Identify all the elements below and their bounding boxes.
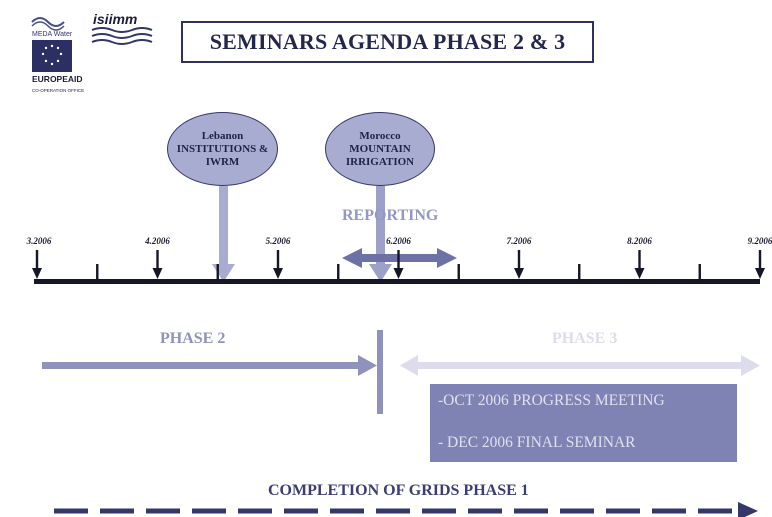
logo-area: MEDA Water isiimm EUROPEAID CO-OPERATION… [30, 8, 175, 103]
progress-meeting-item: -OCT 2006 PROGRESS MEETING [438, 392, 665, 409]
minor-tick [578, 264, 581, 280]
reporting-label: REPORTING [342, 207, 439, 224]
major-tick-arrowhead [634, 268, 645, 279]
morocco-arrow [369, 186, 392, 282]
lebanon-seminar-bubble: Lebanon INSTITUTIONS & IWRM [167, 112, 278, 186]
svg-text:CO-OPERATION OFFICE: CO-OPERATION OFFICE [32, 88, 84, 93]
completion-label: COMPLETION OF GRIDS PHASE 1 [268, 482, 529, 499]
minor-tick [216, 264, 219, 280]
phase2-arrow [42, 355, 377, 376]
major-tick [758, 250, 762, 272]
phase3-arrow [400, 355, 760, 376]
minor-tick [337, 264, 340, 280]
phase3-label: PHASE 3 [552, 330, 618, 347]
lebanon-country: Lebanon [201, 129, 244, 142]
major-tick-arrowhead [152, 268, 163, 279]
completion-arrow [54, 502, 758, 517]
major-tick-arrowhead [755, 268, 765, 279]
morocco-topic-line1: MOUNTAIN [349, 142, 411, 155]
svg-text:isiimm: isiimm [93, 11, 137, 27]
major-tick-arrowhead [393, 268, 404, 279]
major-tick [156, 250, 159, 272]
meda-isiimm-logo: MEDA Water isiimm EUROPEAID CO-OPERATION… [31, 11, 153, 93]
tick-label: 4.2006 [145, 236, 170, 246]
timeline-ticks [32, 250, 765, 280]
phase3-events-box: -OCT 2006 PROGRESS MEETING - DEC 2006 FI… [430, 384, 737, 462]
lebanon-topic-line1: INSTITUTIONS & [176, 142, 269, 155]
phase-divider [377, 330, 383, 414]
minor-tick [698, 264, 701, 280]
major-tick [517, 250, 521, 272]
tick-label: 8.2006 [627, 236, 652, 246]
major-tick [638, 250, 641, 272]
timeline-axis [34, 279, 760, 284]
page-title: SEMINARS AGENDA PHASE 2 & 3 [181, 21, 594, 63]
morocco-topic-line2: IRRIGATION [345, 155, 415, 168]
major-tick [35, 250, 39, 272]
morocco-country: Morocco [359, 129, 401, 142]
major-tick [276, 250, 280, 272]
tick-label: 3.2006 [26, 236, 52, 246]
tick-label: 9.2006 [747, 236, 772, 246]
tick-label: 6.2006 [386, 236, 411, 246]
phase2-label: PHASE 2 [160, 330, 226, 347]
major-tick-arrowhead [32, 268, 42, 279]
svg-text:MEDA Water: MEDA Water [32, 31, 73, 38]
final-seminar-item: - DEC 2006 FINAL SEMINAR [438, 434, 636, 451]
minor-tick [457, 264, 460, 280]
lebanon-arrow [212, 186, 235, 282]
morocco-seminar-bubble: Morocco MOUNTAIN IRRIGATION [325, 112, 435, 186]
major-tick-arrowhead [514, 268, 524, 279]
major-tick [397, 250, 400, 272]
major-tick-arrowhead [273, 268, 283, 279]
svg-text:EUROPEAID: EUROPEAID [32, 74, 83, 84]
tick-label: 5.2006 [265, 236, 291, 246]
minor-tick [96, 264, 99, 280]
lebanon-topic-line2: IWRM [205, 155, 240, 168]
tick-label: 7.2006 [506, 236, 532, 246]
